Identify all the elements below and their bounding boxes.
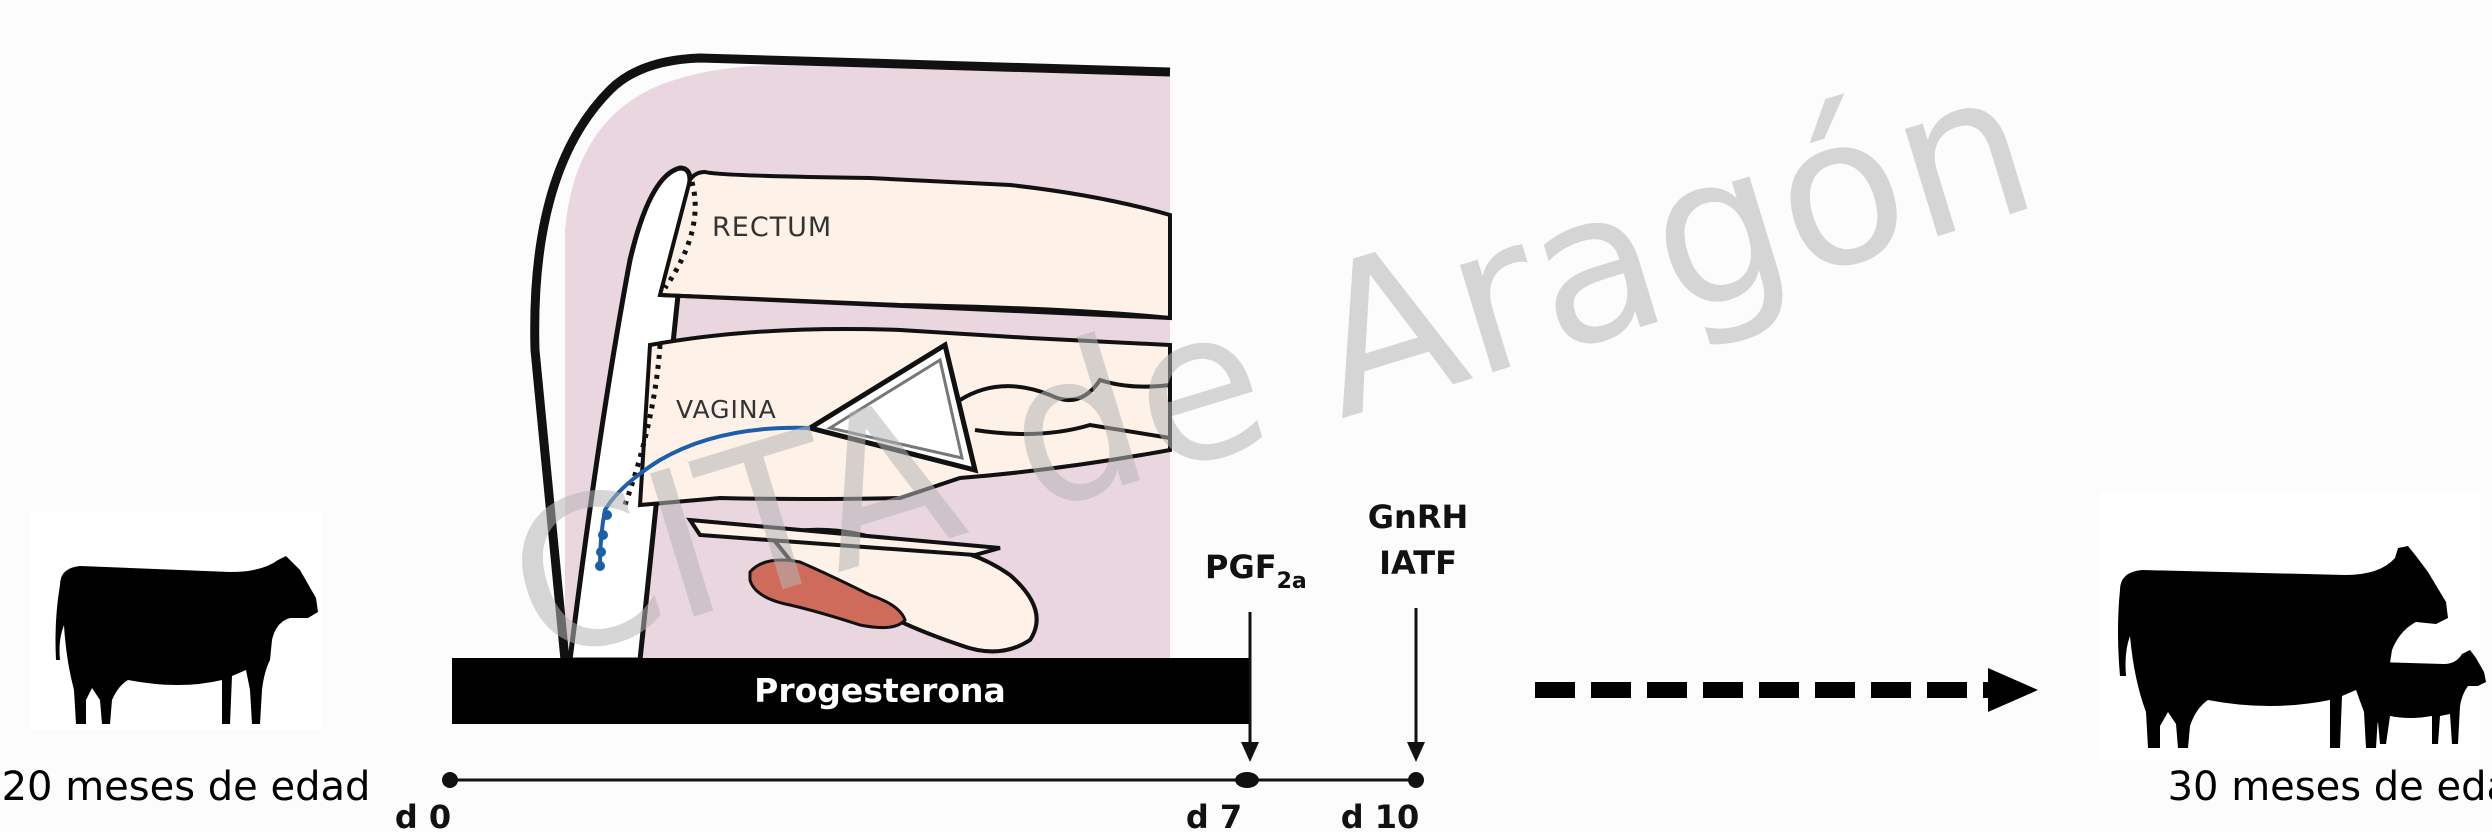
iatf-label: IATF (1379, 544, 1457, 582)
end-age-label: 30 meses de edad (2168, 764, 2492, 810)
gnrh-label: GnRH (1368, 498, 1468, 536)
timeline-point-d7 (1235, 772, 1259, 788)
rectum-label: RECTUM (712, 212, 832, 243)
timeline: d 0 d 7 d 10 (395, 772, 1424, 832)
timeline-point-d10 (1408, 772, 1424, 788)
timeline-point-d0 (442, 772, 458, 788)
pgf-arrowhead (1241, 742, 1259, 762)
gnrh-arrowhead (1407, 742, 1425, 762)
pgf-label: PGF2a (1205, 548, 1307, 594)
timeline-label-d7: d 7 (1186, 798, 1242, 832)
progesterone-label: Progesterona (754, 671, 1006, 710)
heifer-group: 20 meses de edad (2, 512, 371, 810)
dashed-arrowhead (1988, 668, 2038, 712)
gnrh-marker: GnRH IATF (1368, 498, 1468, 762)
timeline-label-d0: d 0 (395, 798, 451, 832)
pgf-marker: PGF2a (1205, 548, 1307, 762)
start-age-label: 20 meses de edad (2, 764, 371, 810)
progression-arrow (1535, 668, 2038, 712)
cow-calf-group: 30 meses de edad (2100, 492, 2492, 810)
timeline-label-d10: d 10 (1341, 798, 1420, 832)
